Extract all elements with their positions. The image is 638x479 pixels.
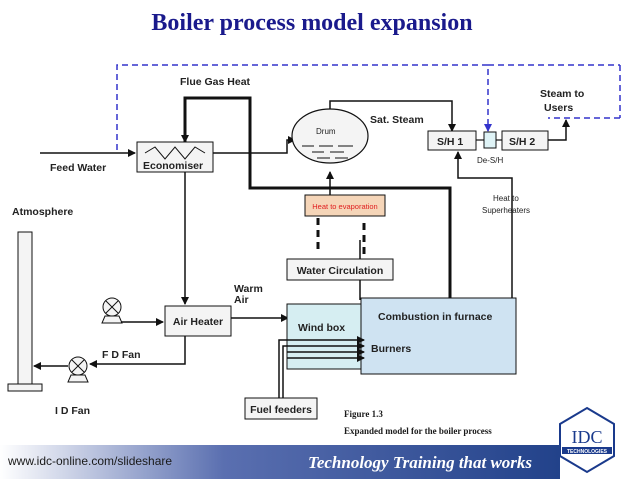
heat-to-superheaters-arrow — [454, 151, 513, 300]
page-title: Boiler process model expansion — [151, 10, 472, 36]
economiser-coil-icon — [144, 146, 206, 160]
wind-box-label: Wind box — [298, 322, 345, 334]
de-sh-label: De-S/H — [477, 156, 503, 165]
figure-caption: Expanded model for the boiler process — [344, 426, 492, 436]
sat-steam-arrow — [329, 100, 456, 132]
id-fan-label: I D Fan — [55, 405, 90, 417]
combustion-furnace-box — [360, 297, 517, 375]
water-level-icon — [302, 145, 353, 159]
chimney-stack — [17, 231, 33, 385]
superheaters-label: Superheaters — [482, 206, 530, 215]
drum-label: Drum — [316, 127, 336, 136]
control-loop — [116, 64, 621, 150]
air-heater-box — [164, 305, 232, 337]
heat-to-evaporation-box — [304, 194, 386, 217]
idc-logo-subtext: TECHNOLOGIES — [567, 449, 608, 455]
air-heater-to-id-fan-arrow — [89, 336, 186, 368]
wind-box — [286, 303, 366, 370]
fd-fan-label: F D Fan — [102, 349, 141, 361]
sh1-label: S/H 1 — [437, 136, 463, 148]
footer-bar — [0, 445, 560, 479]
drum-vessel — [291, 108, 369, 164]
heat-to-evaporation-label: Heat to evaporation — [312, 202, 377, 211]
warm-label: Warm — [234, 283, 263, 295]
de-sh-box — [483, 131, 497, 149]
idc-logo-text: IDC — [572, 427, 603, 447]
flue-gas-path — [181, 96, 452, 300]
footer-url: www.idc-online.com/slideshare — [7, 454, 172, 468]
atmosphere-label: Atmosphere — [12, 206, 73, 218]
water-circulation-label: Water Circulation — [297, 265, 384, 277]
fd-fan-base — [101, 315, 123, 324]
burner-feed-arrows — [278, 336, 365, 398]
heat-to-label: Heat to — [493, 194, 519, 203]
combustion-label: Combustion in furnace — [378, 311, 492, 323]
fuel-feeders-box — [244, 397, 318, 420]
footer-tagline: Technology Training that works — [308, 453, 532, 472]
economiser-to-drum-arrow — [213, 136, 296, 154]
water-circulation-box — [286, 258, 394, 281]
chimney-base — [7, 383, 43, 392]
figure-number: Figure 1.3 — [344, 409, 383, 419]
steam-to-users-arrow — [548, 119, 570, 141]
fuel-feeders-label: Fuel feeders — [250, 404, 312, 416]
sh2-label: S/H 2 — [509, 136, 535, 148]
id-fan-base — [67, 374, 89, 383]
air-label: Air — [234, 294, 249, 306]
users-label: Users — [544, 102, 573, 114]
idc-logo: IDC TECHNOLOGIES — [559, 406, 615, 474]
air-heater-label: Air Heater — [173, 316, 223, 328]
burners-label: Burners — [371, 343, 411, 355]
economiser-label: Economiser — [143, 160, 203, 172]
steam-to-label: Steam to — [540, 88, 584, 100]
feed-water-label: Feed Water — [50, 162, 106, 174]
sat-steam-label: Sat. Steam — [370, 114, 424, 126]
flue-gas-heat-label: Flue Gas Heat — [180, 76, 251, 88]
